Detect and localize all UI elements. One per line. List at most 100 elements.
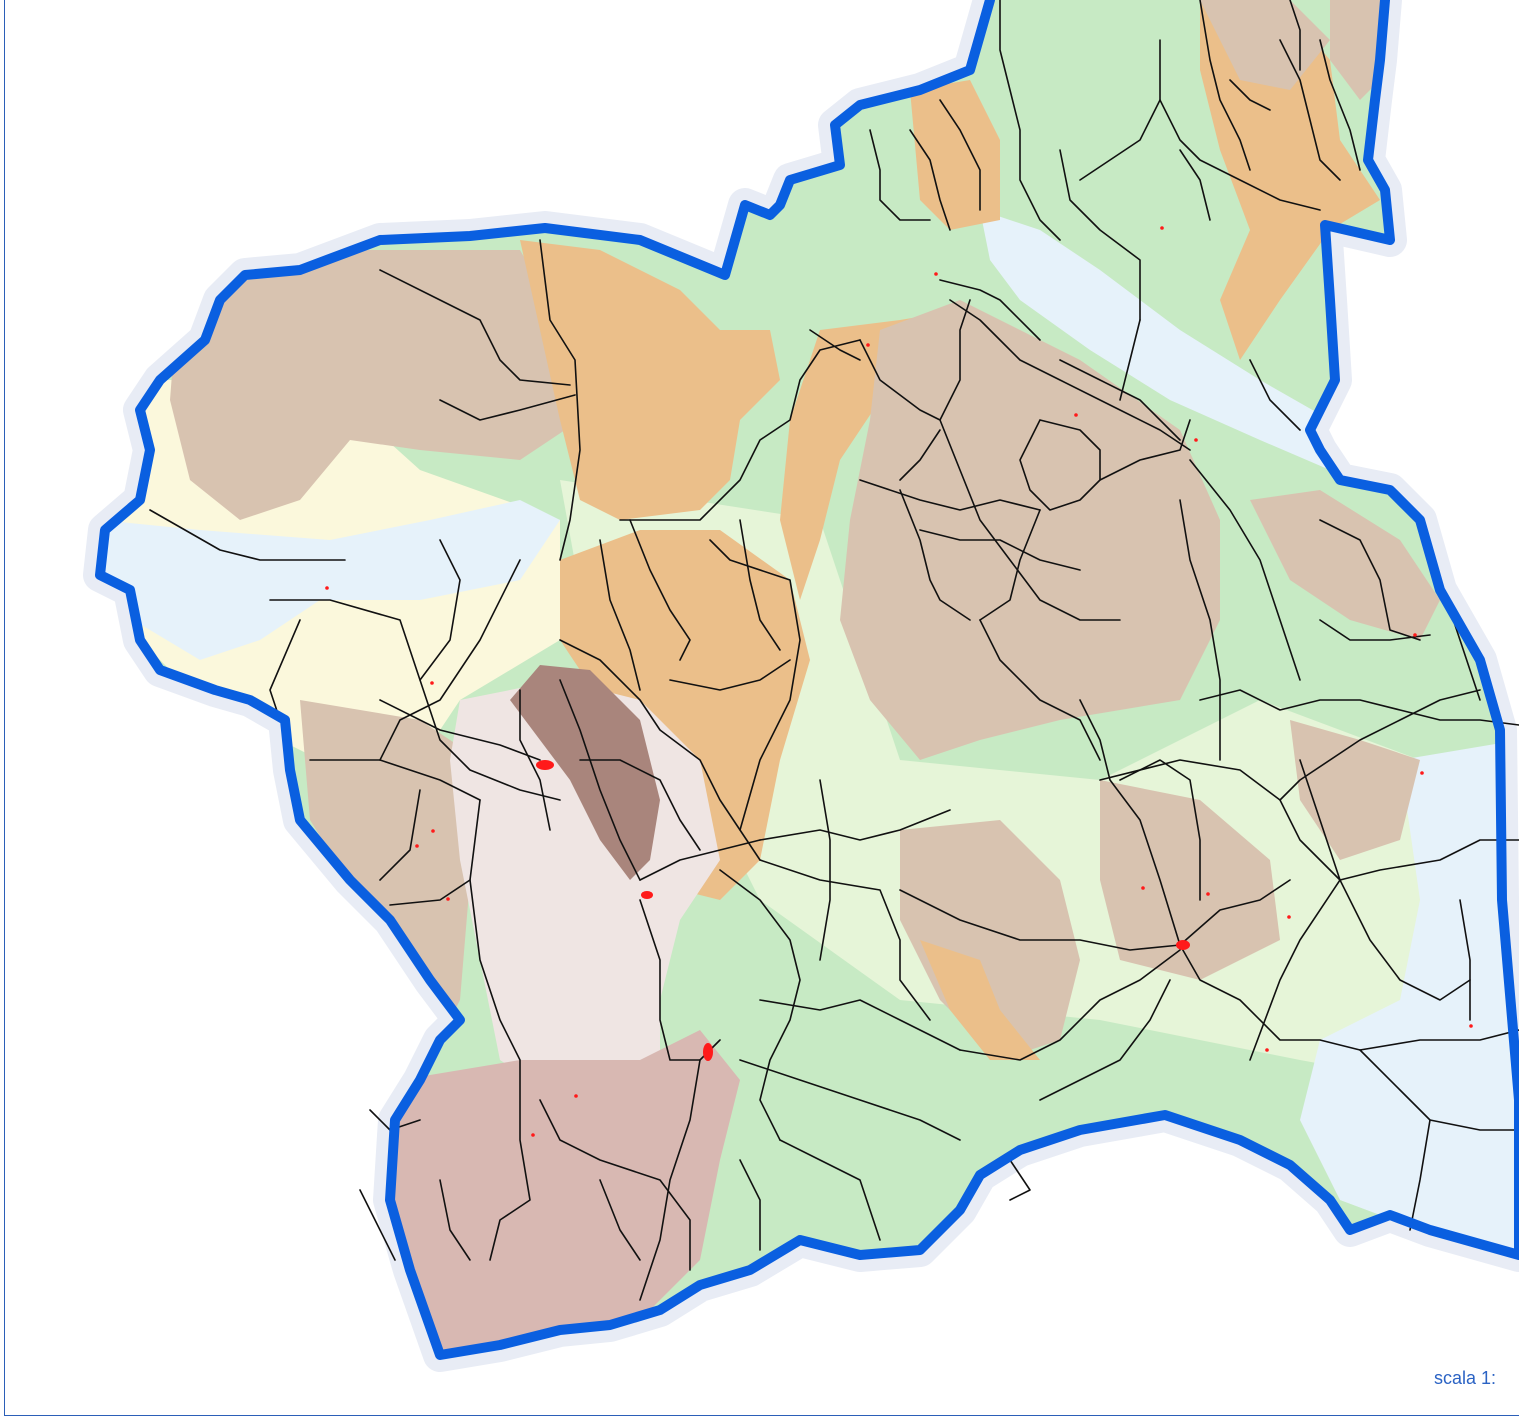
road [1179, 944, 1519, 1051]
dark-brown-zone [510, 665, 660, 880]
road [959, 949, 1181, 1061]
settlement-marker[interactable] [1141, 886, 1145, 890]
road [979, 619, 1101, 761]
road [379, 269, 571, 386]
road [1099, 419, 1191, 481]
road [719, 869, 801, 1141]
settlement-marker[interactable] [1469, 1024, 1473, 1028]
settlement-marker[interactable] [1074, 413, 1078, 417]
road [1189, 459, 1301, 681]
road [379, 559, 521, 761]
road [619, 339, 861, 521]
road [759, 809, 951, 841]
settlement-marker[interactable] [415, 844, 419, 848]
road [979, 509, 1041, 621]
brown-zone-west-lower [300, 700, 480, 1060]
road [739, 1059, 961, 1141]
orange-zone-north [520, 240, 780, 520]
settlement-marker[interactable] [1265, 1048, 1269, 1052]
settlement-marker[interactable] [430, 681, 434, 685]
road [439, 1179, 471, 1261]
settlement-marker[interactable] [1194, 438, 1198, 442]
settlement-marker[interactable] [866, 343, 870, 347]
road [1249, 879, 1341, 1061]
road [639, 1059, 701, 1301]
road [1019, 419, 1101, 511]
road [669, 659, 791, 691]
road [919, 529, 1081, 571]
settlement-marker[interactable] [1176, 940, 1190, 950]
settlement-marker[interactable] [574, 1094, 578, 1098]
brown-zone-south-central [900, 820, 1080, 1060]
road [1229, 79, 1271, 111]
road [999, 0, 1061, 241]
road [1159, 39, 1321, 211]
road [899, 429, 941, 481]
scale-label: scala 1: [1434, 1368, 1497, 1388]
settlement-marker[interactable] [1413, 633, 1417, 637]
road [1199, 0, 1251, 171]
road [519, 689, 551, 831]
road [539, 239, 581, 561]
river-zone-southeast [1300, 740, 1519, 1260]
road [419, 539, 461, 681]
road [809, 329, 861, 361]
road [939, 279, 1041, 341]
road [859, 299, 971, 421]
road [1339, 879, 1471, 1001]
settlement-marker[interactable] [641, 891, 653, 899]
settlement-marker[interactable] [1287, 915, 1291, 919]
road [709, 539, 801, 831]
road [1319, 619, 1431, 641]
settlement-marker[interactable] [431, 829, 435, 833]
road [1119, 319, 1141, 401]
road [1099, 759, 1341, 881]
road [739, 1159, 761, 1251]
settlement-marker[interactable] [1160, 226, 1164, 230]
river-zone-west [100, 500, 560, 660]
settlement-marker[interactable] [325, 586, 329, 590]
road [899, 889, 1181, 951]
road [1039, 979, 1171, 1101]
settlement-marker[interactable] [531, 1133, 535, 1137]
road [1279, 689, 1481, 801]
brown-zone-east [1250, 490, 1440, 640]
road [819, 779, 831, 961]
road [899, 489, 971, 621]
road [1279, 39, 1341, 181]
road [1339, 839, 1519, 881]
road [869, 129, 931, 221]
road [469, 799, 531, 1261]
road [759, 999, 961, 1051]
road-network [149, 0, 1519, 1301]
road [1179, 149, 1211, 221]
road [1459, 899, 1471, 1021]
settlement-marker[interactable] [1420, 771, 1424, 775]
road [1179, 879, 1291, 946]
road [1059, 149, 1141, 321]
road [389, 879, 471, 906]
settlement-marker[interactable] [1206, 892, 1210, 896]
region-boundary [95, 0, 1519, 1360]
road [939, 419, 1121, 621]
road [1319, 39, 1361, 171]
brown-zone-central-east [840, 300, 1220, 760]
road [1179, 499, 1221, 761]
settlement-marker[interactable] [536, 760, 554, 770]
road [639, 899, 721, 1061]
road [1009, 1159, 1031, 1201]
road [1059, 359, 1181, 441]
road [949, 299, 1191, 451]
road [639, 839, 761, 881]
road [1079, 699, 1181, 946]
settlement-marker[interactable] [703, 1043, 713, 1061]
orange-zone-northeast-strip [780, 310, 960, 600]
road [1249, 359, 1301, 431]
brown-zone-southeast [1100, 780, 1280, 980]
road [1119, 759, 1201, 901]
settlement-marker[interactable] [446, 897, 450, 901]
settlement-marker[interactable] [934, 272, 938, 276]
brown-zone-top-corner [1330, 0, 1385, 100]
road [149, 509, 346, 561]
